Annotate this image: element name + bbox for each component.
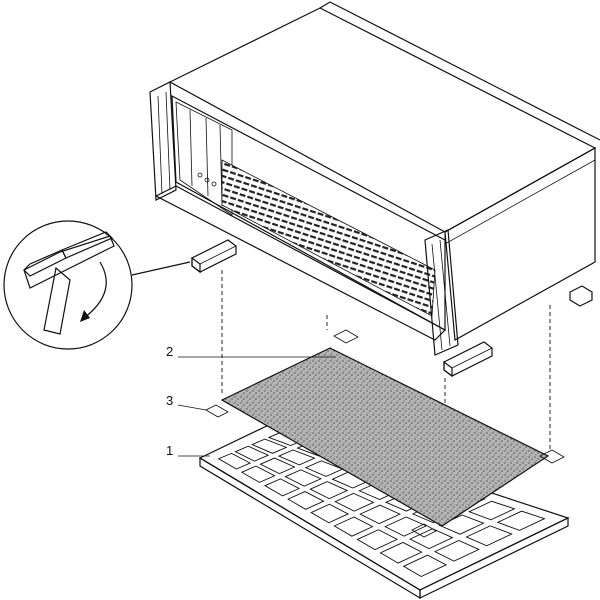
clip-bottom — [411, 523, 437, 538]
housing-bottom-grille — [221, 159, 436, 317]
filter-frame-cell — [402, 554, 448, 578]
filter-frame-cell — [263, 478, 301, 497]
housing-right-front-post — [424, 229, 459, 356]
filter-frame — [198, 421, 570, 600]
filter-frame-cell — [310, 503, 350, 524]
filter-frame-cell — [287, 491, 325, 510]
filter-frame-cell — [379, 541, 423, 564]
housing-rear-foot — [569, 285, 593, 307]
filter-frame-cell — [438, 514, 485, 535]
filter-frame-cell — [217, 452, 252, 470]
filter-frame-cell — [359, 504, 401, 525]
filter-frame-cell — [384, 516, 428, 537]
callout-label-3: 3 — [166, 393, 173, 408]
filter-frame-cell — [356, 529, 399, 551]
callout-1: 1 — [166, 443, 210, 458]
filter-frame-cell — [251, 438, 288, 454]
filter-frame-cell — [468, 500, 516, 521]
foot-right — [443, 341, 493, 378]
housing-side-panel — [444, 146, 596, 341]
filter-frame-cell — [333, 516, 374, 537]
filter-frame-cell — [309, 481, 349, 500]
filter-frame-cell — [240, 465, 276, 483]
rotate-arrow-icon — [80, 261, 107, 322]
filter-frame-cell — [334, 492, 375, 512]
filter-frame-cell — [433, 539, 480, 562]
filter-mat — [220, 347, 550, 527]
filter-frame-cell — [259, 457, 296, 475]
housing-left-front-post — [149, 81, 177, 201]
callout-label-2: 2 — [166, 344, 173, 359]
housing — [149, 1, 600, 356]
filter-frame-cell — [409, 528, 454, 550]
clip-top — [333, 329, 359, 344]
filter-frame-cell — [277, 449, 316, 466]
detail-magnifier — [3, 220, 191, 350]
callout-3: 3 — [166, 393, 207, 411]
clip-left — [205, 404, 229, 418]
callout-label-1: 1 — [166, 443, 173, 458]
callout-2: 2 — [166, 344, 336, 359]
filter-frame-cell — [234, 445, 270, 462]
foot-left — [191, 239, 237, 274]
filter-frame-cell — [284, 469, 322, 487]
filter-frame-cell — [496, 510, 546, 531]
filter-frame-cell — [465, 525, 513, 547]
clip-right — [539, 449, 565, 464]
